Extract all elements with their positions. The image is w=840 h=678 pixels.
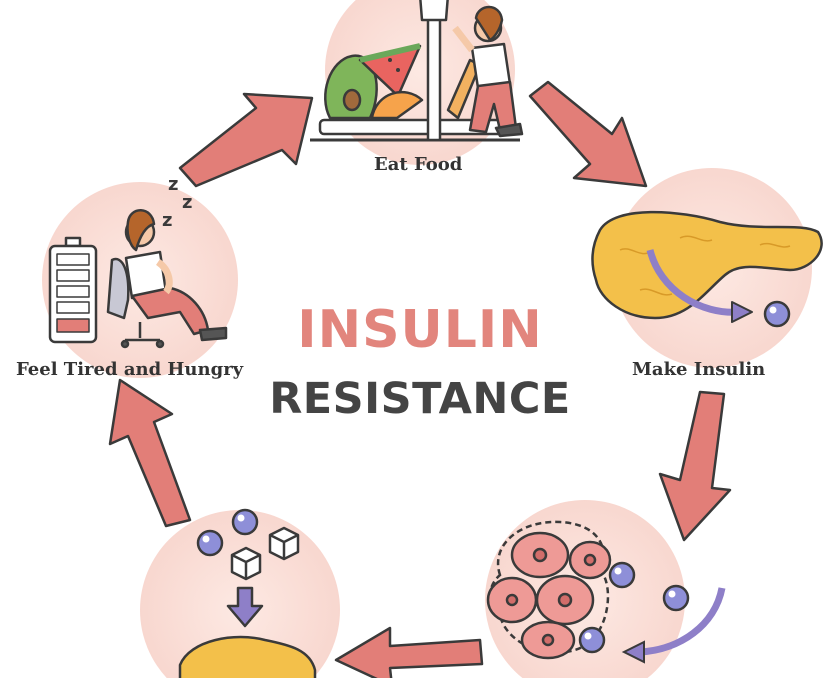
sleep-z-3: z — [162, 210, 172, 231]
arrow-eat-to-insulin — [528, 80, 648, 188]
arrow-insulin-to-cells — [658, 390, 732, 542]
step-label-make-insulin: Make Insulin — [632, 359, 766, 380]
title-insulin: INSULIN — [297, 300, 543, 360]
step-label-eat-food: Eat Food — [374, 154, 463, 175]
sugar-to-liver-icon — [178, 508, 317, 678]
step-label-feel-tired: Feel Tired and Hungry — [16, 359, 244, 380]
arrow-sugar-to-tired — [108, 378, 192, 528]
cells-icon — [486, 520, 726, 664]
arrow-tired-to-eat — [178, 92, 314, 188]
sleep-z-1: z — [168, 174, 178, 195]
arrow-cells-to-sugar — [334, 626, 484, 678]
tired-person-icon — [48, 209, 228, 349]
title-resistance: RESISTANCE — [269, 374, 571, 424]
sleep-z-2: z — [182, 192, 192, 213]
pancreas-icon — [591, 210, 823, 328]
food-icon — [310, 0, 524, 142]
